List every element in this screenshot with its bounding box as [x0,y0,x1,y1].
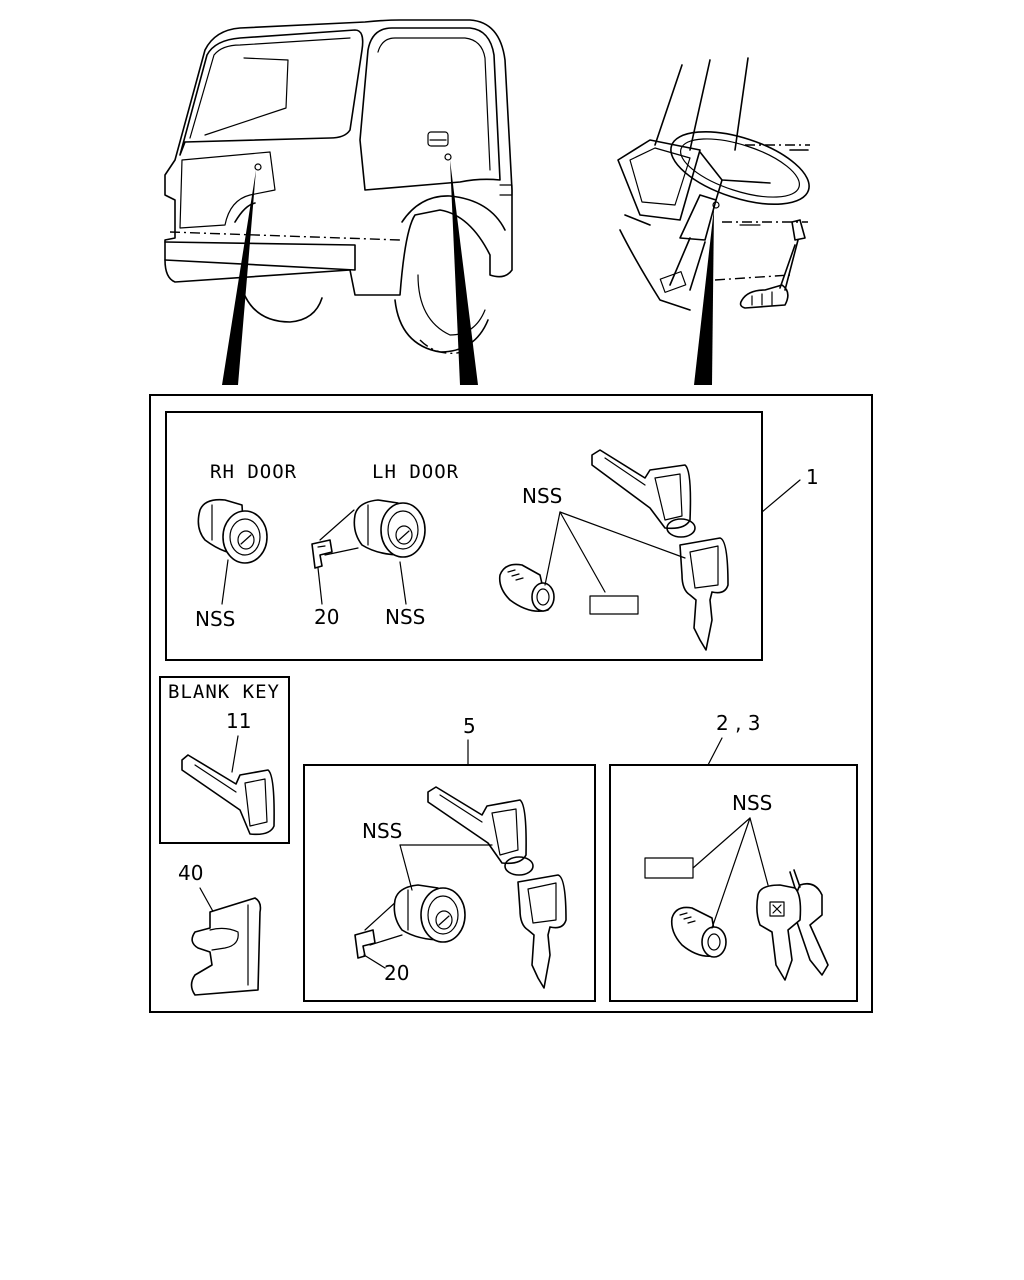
callout-20: 20 [314,605,339,629]
callout-11: 11 [226,709,251,733]
callout-2-3-leader [707,737,723,766]
truck-cab-illustration [164,19,513,385]
blank-key-box [159,676,290,844]
callout-20: 20 [384,961,409,985]
key-set-2-3-parts [644,817,829,981]
nss-label: NSS [385,605,425,629]
lh-door-lock-cylinder [311,499,426,605]
interior-steering-illustration [617,57,810,385]
nss-label: NSS [732,791,772,815]
rh-door-lock-cylinder [197,498,268,605]
key-set-1-box [165,411,763,661]
nss-label: NSS [522,484,562,508]
lh-door-label: LH DOOR [372,461,459,483]
nss-label: NSS [362,819,402,843]
rh-door-label: RH DOOR [210,461,297,483]
key-set-2-3-box [609,764,858,1002]
main-frame [149,394,873,1013]
blank-key [181,754,275,836]
callout-1-leader [761,479,801,513]
callout-5: 5 [463,714,476,738]
callout-2-3: 2 , 3 [716,711,761,735]
clip-part [190,897,262,996]
key-set-5-parts [354,786,567,989]
blank-key-label: BLANK KEY [168,681,280,703]
callout-1: 1 [806,465,819,489]
nss-label: NSS [195,607,235,631]
key-set-1-keys [498,449,729,651]
callout-40: 40 [178,861,203,885]
key-set-5-box [303,764,596,1002]
callout-11-leader [231,735,239,773]
